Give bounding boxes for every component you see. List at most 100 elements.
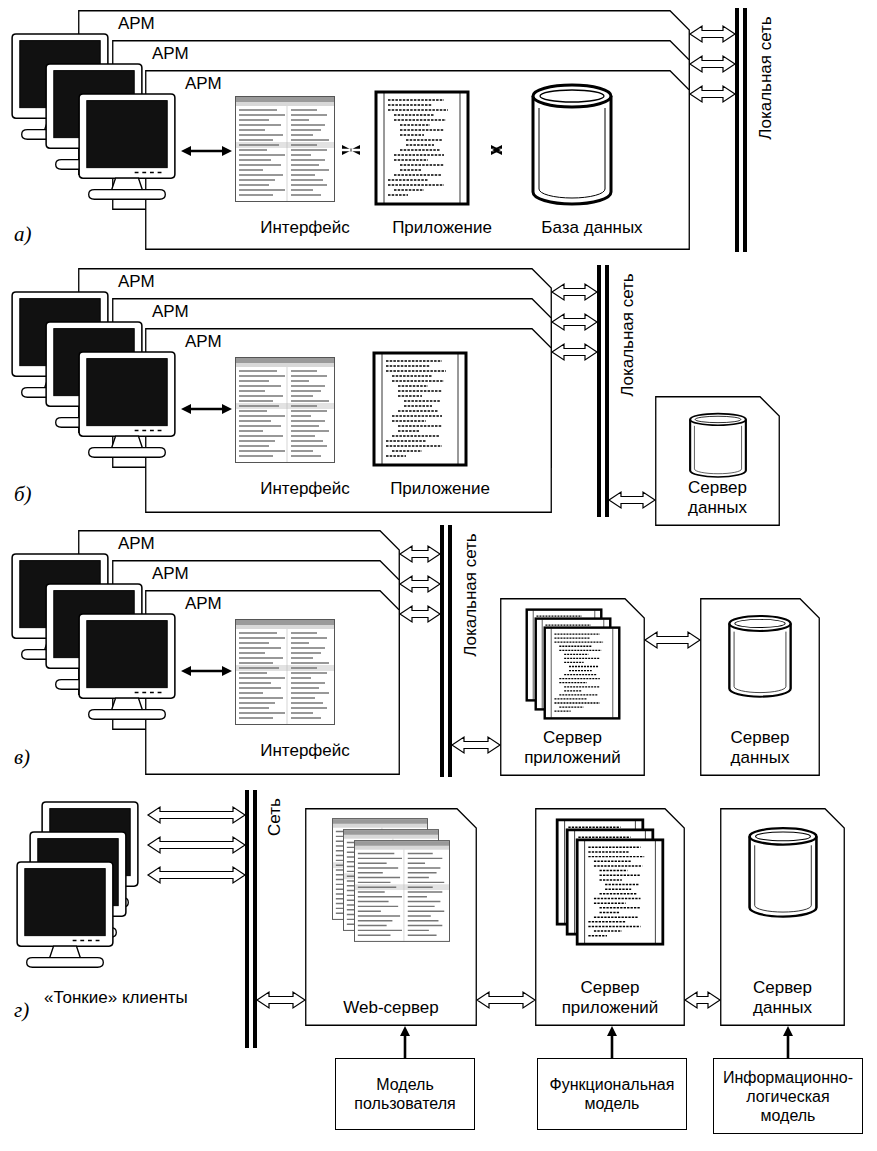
panel-letter: в) [14, 745, 30, 769]
connector [690, 26, 735, 42]
model-box: Модель пользователя [335, 1058, 475, 1130]
component-picture [530, 82, 614, 206]
node-text: АРМ [185, 332, 222, 352]
node-text: Приложение [390, 479, 490, 499]
card-border [721, 809, 845, 1026]
card-border [501, 599, 645, 776]
bus-label: Локальная сеть [755, 16, 775, 139]
label-holder: а) [14, 222, 32, 246]
bus-line [448, 525, 452, 777]
connector [400, 606, 440, 622]
bus-label: Локальная сеть [617, 273, 637, 396]
solid-double-arrow [181, 404, 232, 414]
connector [257, 992, 305, 1008]
connector [607, 1026, 617, 1058]
card-border [146, 71, 690, 250]
server-card: Сервер данных [655, 396, 780, 526]
bus-line [743, 8, 747, 252]
code-picture [376, 92, 468, 204]
card-border [701, 599, 820, 776]
workstation-card: АРМИнтерфейс [145, 590, 400, 775]
connector [690, 86, 735, 102]
node-text: Сервер приложений [555, 978, 665, 1018]
code-picture [374, 353, 466, 465]
component-picture [235, 619, 335, 725]
component-figure: Приложение [352, 90, 492, 238]
node-text: Сервер данных [670, 478, 766, 518]
component-picture [374, 90, 470, 206]
monitor-icon [79, 352, 175, 457]
connector [452, 737, 500, 753]
model-box: Функциональная модель [537, 1058, 687, 1130]
label-holder: б) [14, 482, 32, 506]
connector [685, 992, 720, 1008]
node-text: Модель пользователя [344, 1075, 466, 1113]
server-card: Сервер приложений [500, 598, 645, 776]
connector [552, 344, 597, 360]
component-figure: Интерфейс [220, 619, 350, 761]
monitor-icon [79, 94, 175, 199]
monitor-icon [79, 614, 175, 719]
scr-picture [236, 620, 335, 725]
bus-line [605, 265, 609, 517]
label-holder: в) [14, 745, 30, 769]
connector [400, 1026, 410, 1058]
network-bus: Локальная сеть [440, 525, 452, 777]
node-text: Сервер данных [735, 978, 831, 1018]
card-border [146, 591, 400, 775]
server-picture [332, 818, 450, 942]
node-text: Сервер приложений [518, 728, 628, 768]
bus-bars [440, 525, 452, 777]
model-box: Информационно-логическая модель [713, 1058, 863, 1134]
node-text: Сервер данных [712, 728, 808, 768]
hollow-double-arrow [148, 837, 245, 853]
node-text: АРМ [152, 564, 189, 584]
scr-picture [354, 841, 449, 942]
bus-bars [735, 8, 747, 252]
bus-line [253, 790, 257, 1048]
hollow-double-arrow [148, 807, 245, 823]
workstation-card: АРМИнтерфейсПриложение База данных [145, 70, 690, 250]
node-text: Интерфейс [260, 479, 350, 499]
server-picture [747, 826, 819, 918]
connector [477, 992, 535, 1008]
component-picture [235, 96, 335, 202]
hollow-double-arrow [148, 867, 245, 883]
panel-letter: а) [14, 222, 32, 246]
node-text: АРМ [118, 534, 155, 554]
component-picture [372, 351, 468, 467]
db-picture [533, 85, 611, 204]
node-text: Функциональная модель [546, 1075, 678, 1113]
panel-letter: г) [14, 998, 29, 1022]
server-picture [688, 412, 748, 478]
node-text: Информационно-логическая модель [722, 1068, 854, 1125]
component-picture [235, 357, 335, 463]
component-figure: Интерфейс [220, 357, 350, 499]
node-text: Приложение [392, 218, 492, 238]
card-border [306, 809, 477, 1026]
node-text: АРМ [152, 302, 189, 322]
network-bus: Локальная сеть [597, 265, 609, 517]
connector [400, 576, 440, 592]
scr-picture [236, 358, 335, 463]
server-picture [727, 614, 793, 698]
server-picture [555, 818, 665, 946]
network-bus: Локальная сеть [735, 8, 747, 252]
server-picture [525, 608, 621, 720]
bus-label: Локальная сеть [460, 533, 480, 656]
panel-letter: б) [14, 482, 32, 506]
scr-picture [236, 97, 335, 202]
node-text: АРМ [118, 14, 155, 34]
component-figure: Интерфейс [220, 96, 350, 238]
solid-double-arrow [181, 146, 232, 156]
db-picture [729, 616, 790, 697]
workstation-card: АРМ Интерфейс Приложение [145, 328, 552, 513]
bus-line [245, 790, 249, 1048]
bus-bars [245, 790, 257, 1048]
network-bus: Сеть [245, 790, 257, 1048]
node-text: АРМ [185, 74, 222, 94]
bus-line [735, 8, 739, 252]
node-text: База данных [541, 218, 642, 238]
bus-bars [597, 265, 609, 517]
